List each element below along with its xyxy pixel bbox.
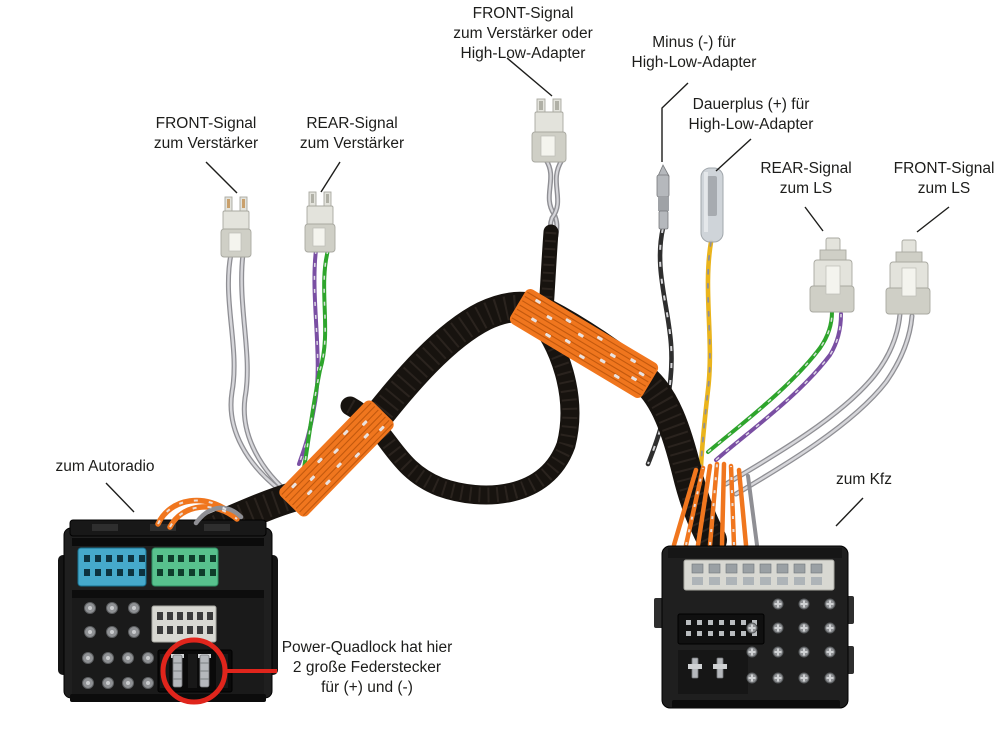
- label-front-signal-ls: FRONT-Signal zum LS: [894, 159, 995, 199]
- label-line: zum Verstärker oder: [453, 25, 593, 42]
- label-zum-autoradio: zum Autoradio: [55, 457, 154, 477]
- leader-front-amp: [205, 161, 238, 194]
- label-dauerplus-hla: Dauerplus (+) für High-Low-Adapter: [689, 95, 814, 135]
- label-rear-signal-ls: REAR-Signal zum LS: [760, 159, 851, 199]
- label-front-signal-amp-or-hla: FRONT-Signal zum Verstärker oder High-Lo…: [453, 4, 593, 64]
- front-amp-wire-pair: [225, 251, 295, 499]
- white-pin-block: [151, 605, 217, 643]
- label-line: Minus (-) für: [652, 34, 736, 51]
- crimp-pins: [678, 650, 748, 694]
- label-line: Power-Quadlock hat hier: [281, 639, 453, 656]
- micro-pin-block: [677, 613, 765, 645]
- label-minus-hla: Minus (-) für High-Low-Adapter: [632, 33, 757, 73]
- orange-wire-fan: [671, 461, 759, 548]
- rear-amp-connector: [304, 191, 336, 253]
- center-connector: [531, 98, 567, 163]
- red-circle-annotation: [160, 637, 228, 705]
- dauerplus-terminal: [700, 167, 724, 243]
- front-amp-connector: [220, 196, 252, 258]
- contact-strip: [683, 559, 835, 591]
- pin-grid: [82, 602, 154, 689]
- leader-front-ls: [916, 206, 950, 233]
- orange-wire-band-left: [279, 400, 394, 517]
- label-line: FRONT-Signal: [893, 160, 995, 177]
- label-line: zum LS: [917, 180, 971, 197]
- quadlock-radio-connector: [58, 519, 278, 702]
- power-quadlock-annotation: [160, 637, 277, 705]
- leader-dauerplus: [715, 138, 752, 172]
- label-line: zum Verstärker: [153, 135, 259, 152]
- label-line: zum Verstärker: [299, 135, 405, 152]
- cross-pin-grid: [746, 598, 836, 684]
- label-line: zum Kfz: [836, 471, 892, 488]
- blue-pin-block: [77, 547, 147, 587]
- orange-wire-band-right: [509, 289, 659, 398]
- leader-rear-ls: [804, 206, 824, 232]
- label-line: FRONT-Signal: [155, 115, 257, 132]
- orange-wire-loops: [155, 497, 244, 530]
- label-line: für (+) und (-): [321, 679, 413, 696]
- label-line: High-Low-Adapter: [631, 54, 757, 71]
- label-zum-kfz: zum Kfz: [836, 470, 892, 490]
- rear-ls-connector: [809, 237, 855, 313]
- label-rear-signal-amp: REAR-Signal zum Verstärker: [300, 114, 404, 154]
- leader-autoradio: [105, 482, 135, 513]
- label-line: High-Low-Adapter: [460, 45, 586, 62]
- leader-front-amp-or-hla: [506, 57, 553, 97]
- front-ls-connector: [885, 239, 931, 315]
- label-line: REAR-Signal: [306, 115, 398, 132]
- label-line: Dauerplus (+) für: [692, 96, 810, 113]
- rear-ls-wire-pair: [706, 310, 843, 462]
- leader-kfz: [835, 497, 864, 527]
- label-line: zum Autoradio: [55, 458, 155, 475]
- front-ls-wire-pair: [723, 311, 915, 497]
- rear-amp-wire-pair: [297, 248, 330, 470]
- leader-lines: [105, 57, 950, 527]
- green-pin-block: [151, 547, 219, 587]
- label-power-quadlock-note: Power-Quadlock hat hier 2 große Federste…: [282, 638, 453, 698]
- label-front-signal-amp: FRONT-Signal zum Verstärker: [154, 114, 258, 154]
- minus-terminal: [656, 164, 670, 230]
- label-line: 2 große Federstecker: [292, 659, 442, 676]
- leader-minus: [661, 82, 689, 162]
- quadlock-kfz-connector: [654, 545, 854, 709]
- dauerplus-wire: [698, 239, 714, 469]
- leader-rear-amp: [320, 161, 341, 193]
- label-line: FRONT-Signal: [472, 5, 574, 22]
- label-line: High-Low-Adapter: [688, 116, 814, 133]
- label-line: REAR-Signal: [760, 160, 852, 177]
- label-line: zum LS: [779, 180, 833, 197]
